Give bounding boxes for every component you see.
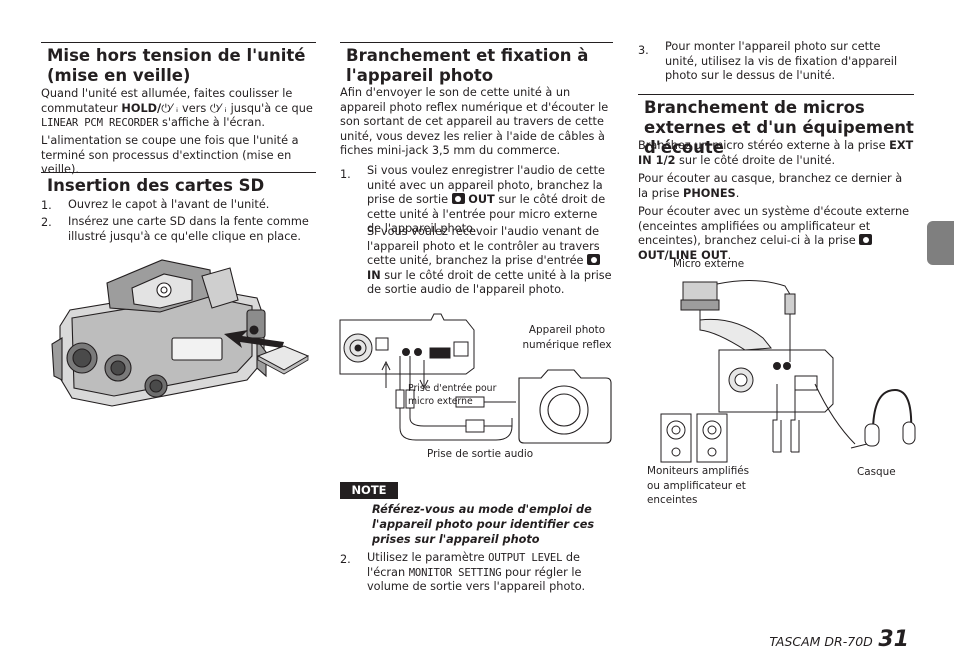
caption-dslr: Appareil photo numérique reflex [522,324,612,351]
step-number: 2. [340,553,351,566]
step-mount-camera: Pour monter l'appareil photo sur cette u… [665,40,898,83]
text-mise-1e: s'affiche à l'écran. [158,116,265,130]
heading-mise-hors-tension: Mise hors tension de l'unité (mise en ve… [41,42,316,86]
text-s1b-1: Si vous voulez recevoir l'audio venant d… [367,225,600,268]
step-number: 1. [41,199,52,212]
label-phones: PHONES [683,186,736,200]
paragraph-ext-in: Branchez un micro stéréo externe à la pr… [638,139,914,168]
lcd-monitor-setting: MONITOR SETTING [408,566,502,579]
text-s1a-1: Si vous voulez enregistrer l'audio de ce… [367,164,605,207]
insert-arrow-icon [224,330,284,348]
text-mise-1a: Quand l'unité est allumée, faites coulis… [41,87,293,115]
caption-headphones: Casque [857,466,896,478]
step-number: 3. [638,44,649,57]
caption-audio-out: Prise de sortie audio [427,448,534,460]
external-microphone-icon [680,279,796,351]
step-insert-card: Insérez une carte SD dans la fente comme… [68,215,309,243]
label-out-line-out: OUT/LINE OUT [638,248,728,262]
dslr-camera-icon [518,369,612,444]
text-p1-b: sur le côté droite de l'unité. [675,153,836,167]
camera-icon [451,193,465,205]
label-hold: HOLD/ [121,101,162,115]
label-in: IN [367,268,381,282]
caption-mic-input: Prise d'entrée pour micro externe [408,383,497,407]
step-number: 1. [340,168,351,181]
text-s1b-2: sur le côté droit de cette unité à la pr… [367,268,612,297]
sd-card-icon [256,345,310,375]
paragraph-intro: Afin d'envoyer le son de cette unité à u… [340,86,609,158]
heading-micros-externes: Branchement de micros externes et d'un é… [638,94,914,158]
text-s1a-2: sur le côté droit de cette unité à l'ent… [367,193,606,236]
note-badge: NOTE [340,482,398,499]
label-ext-in: EXT IN 1/2 [638,139,914,167]
text-p2-a: Pour écouter au casque, branchez ce dern… [638,172,903,200]
heading-insertion-sd: Insertion des cartes SD [41,172,316,196]
chapter-tab [927,221,954,265]
text-p1-a: Branchez un micro stéréo externe à la pr… [638,139,890,152]
text-p3-a: Pour écouter avec un système d'écoute ex… [638,205,910,248]
lcd-output-level: OUTPUT LEVEL [488,552,563,564]
text-p3-b: . [727,248,732,262]
text-s2-b: de l'écran [367,551,580,579]
power-icon: ⏻⁄ ꜟ [209,101,228,115]
footer-model: TASCAM DR-70D [769,634,873,649]
camera-icon [587,254,601,266]
studio-monitors-icon [660,413,728,463]
text-s2-c: pour régler le volume de sortie vers l'a… [367,565,586,594]
recorder-sd-illustration [51,259,310,407]
text-p2-b: . [735,186,740,200]
paragraph-phones: Pour écouter au casque, branchez ce dern… [638,172,914,201]
page-footer: TASCAM DR-70D 31 [769,629,909,651]
lcd-linear-pcm: LINEAR PCM RECORDER [41,117,159,130]
paragraph-mise-1: Quand l'unité est allumée, faites coulis… [41,87,316,131]
headphones-icon [850,388,916,449]
step-receive-from-camera: Si vous voulez recevoir l'audio venant d… [367,225,613,298]
step-output-level: Utilisez le paramètre OUTPUT LEVEL de l'… [367,551,613,595]
step-record-to-camera: Si vous voulez enregistrer l'audio de ce… [367,164,613,237]
page-number: 31 [878,627,909,652]
camera-icon [859,234,873,246]
camera-connection-diagram [339,313,612,444]
caption-external-mic: Micro externe [673,258,745,270]
text-s2-a: Utilisez le paramètre [367,551,489,564]
paragraph-line-out: Pour écouter avec un système d'écoute ex… [638,205,914,263]
external-equipment-diagram [660,279,916,463]
power-icon: ⏻⁄ ꜟ [161,101,179,115]
step-open-cover: Ouvrez le capot à l'avant de l'unité. [68,198,270,211]
recorder-body [718,349,834,413]
caption-monitors: Moniteurs amplifiés ou amplificateur et … [647,465,750,506]
step-number: 2. [41,216,52,229]
heading-branchement-appareil: Branchement et fixation à l'appareil pho… [340,42,613,86]
note-text: Référez-vous au mode d'emploi de l'appar… [372,503,595,546]
text-mise-1c: vers [178,101,210,115]
label-out: OUT [468,193,495,207]
text-mise-1d: jusqu'à ce que [227,101,313,115]
